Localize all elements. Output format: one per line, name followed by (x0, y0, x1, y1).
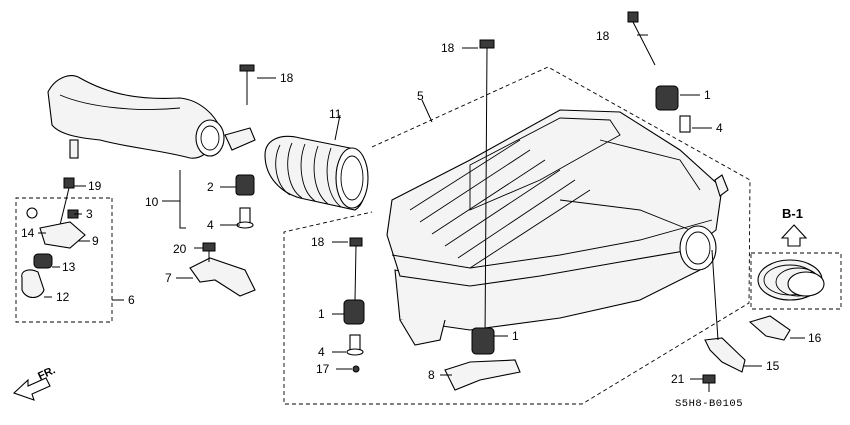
callout-4-left: 4 (207, 218, 214, 232)
callout-14: 14 (21, 226, 35, 240)
front-label: FR. (36, 364, 57, 382)
collar-4b (679, 115, 691, 133)
callout-4-lower: 4 (318, 345, 325, 359)
nut-17 (352, 365, 360, 373)
bolt-18d (349, 237, 363, 301)
callout-2: 2 (207, 180, 214, 194)
callout-1-center: 1 (512, 329, 519, 343)
callout-9: 9 (92, 234, 99, 248)
b1-inset-part (757, 259, 825, 301)
diagram-code: S5H8-B0105 (675, 398, 743, 410)
leader-lines (38, 34, 805, 380)
callout-20: 20 (173, 242, 187, 256)
callout-6: 6 (128, 293, 135, 307)
callout-16: 16 (808, 331, 822, 345)
callout-11: 11 (329, 107, 342, 121)
callout-18-lower: 18 (311, 235, 325, 249)
assembly-outline (283, 66, 751, 405)
bracket-15-rod (711, 249, 719, 341)
callout-18-top: 18 (280, 71, 294, 85)
bolt-21 (702, 374, 716, 392)
bolt-18c (479, 39, 495, 341)
b1-inset-box (750, 252, 842, 310)
intake-bellows (264, 135, 369, 211)
part-16 (748, 315, 791, 341)
b1-arrow-icon (780, 224, 808, 247)
callout-10: 10 (145, 195, 159, 209)
view-label-b1: B-1 (782, 206, 803, 221)
collar-4a (236, 207, 254, 229)
grommet-1b (471, 327, 495, 355)
clip-group (21, 177, 86, 299)
bolt-18b (627, 11, 656, 66)
grommet-1c (343, 299, 365, 325)
bolt-20 (202, 242, 216, 262)
intake-duct (47, 75, 256, 159)
callout-21: 21 (671, 372, 685, 386)
callout-13: 13 (62, 260, 76, 274)
collar-4c (346, 334, 364, 356)
callout-5: 5 (417, 89, 424, 103)
grommet-1a (655, 85, 679, 111)
callout-3: 3 (86, 207, 93, 221)
bracket-7 (189, 257, 256, 297)
callout-8: 8 (428, 368, 435, 382)
callout-19: 19 (88, 179, 102, 193)
bracket-8 (444, 359, 521, 391)
callout-12: 12 (56, 290, 70, 304)
callout-1-lower: 1 (318, 307, 325, 321)
callout-4-right: 4 (716, 121, 723, 135)
callout-1-right: 1 (704, 88, 711, 102)
group-6-outline (15, 197, 113, 323)
callout-7: 7 (165, 271, 172, 285)
callout-18-right: 18 (596, 29, 610, 43)
callout-15: 15 (766, 359, 780, 373)
grommet-2 (235, 174, 255, 196)
bolt-18a (239, 64, 255, 105)
callout-18-center: 18 (441, 41, 455, 55)
front-direction-arrow-icon (12, 377, 51, 401)
air-cleaner-housing (386, 109, 729, 346)
bracket-15 (704, 337, 746, 373)
callout-17: 17 (316, 362, 330, 376)
